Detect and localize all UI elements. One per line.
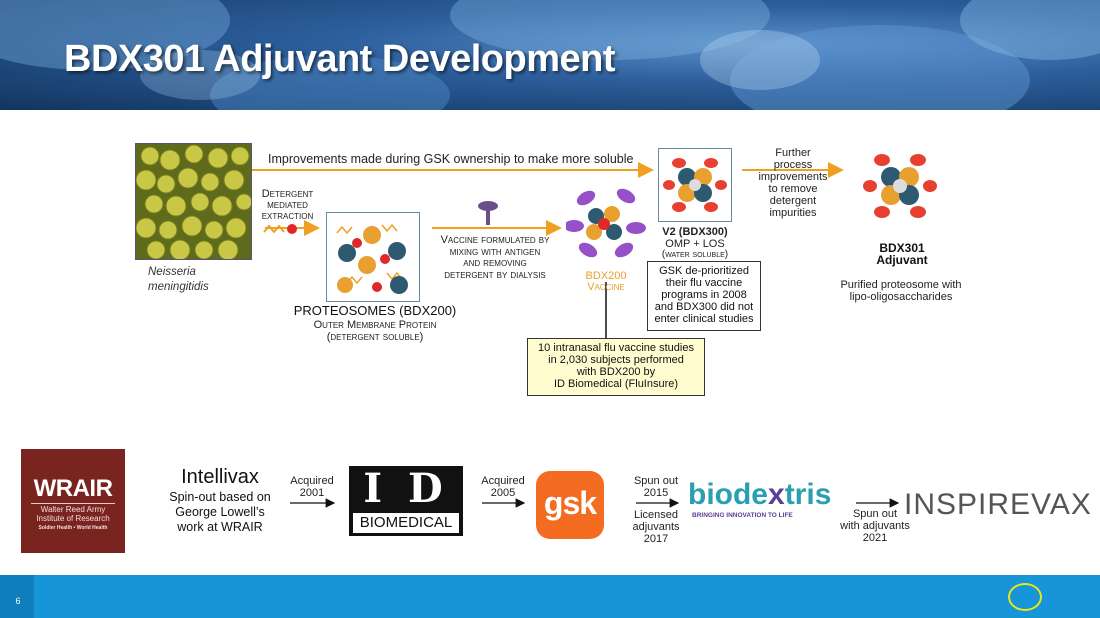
los-molecule-icon xyxy=(263,224,297,234)
footer-circle-logo xyxy=(1008,583,1042,611)
gsk-deprioritized-note: GSK de-prioritized their flu vaccine pro… xyxy=(647,261,761,331)
wrair-logo: WRAIR Walter Reed Army Institute of Rese… xyxy=(21,449,125,553)
vaccine-formulation-label: Vaccine formulated by mixing with antige… xyxy=(440,234,550,281)
footer-bar xyxy=(0,575,1100,618)
bdx200-vaccine-icon xyxy=(566,188,646,258)
cell-background-image xyxy=(0,0,1100,110)
slide-title: BDX301 Adjuvant Development xyxy=(64,38,616,80)
proteosome-image xyxy=(326,212,420,302)
bdx301-molecule-icon xyxy=(863,154,937,218)
proteosome-title: PROTEOSOMES (BDX200) xyxy=(293,303,457,318)
clinical-studies-note: 10 intranasal flu vaccine studies in 2,0… xyxy=(527,338,705,396)
licensed-adjuvants-label: Licensed adjuvants 2017 xyxy=(632,509,680,545)
connector-arrows xyxy=(252,162,900,508)
acquired-2005-label: Acquired 2005 xyxy=(481,475,525,499)
v2-solubility: (water soluble) xyxy=(661,249,729,260)
biodextris-logo: biodextris BRINGING INNOVATION TO LIFE xyxy=(688,478,832,519)
v2-molecule-image xyxy=(658,148,732,222)
gsk-logo: gsk xyxy=(536,471,604,539)
v2-title: V2 (BDX300) xyxy=(662,226,728,238)
bdx301-description: Purified proteosome with lipo-oligosacch… xyxy=(840,279,962,303)
footer-page-tab xyxy=(0,575,34,618)
header-banner xyxy=(0,0,1100,110)
inspirevax-logo: INSPIREVAX xyxy=(904,488,1092,521)
spun-out-2015-label: Spun out 2015 xyxy=(633,475,679,499)
page-number: 6 xyxy=(15,596,21,606)
intellivax-description: Spin-out based on George Lowell’s work a… xyxy=(169,490,271,534)
top-arrow-label: Improvements made during GSK ownership t… xyxy=(268,152,634,166)
proteosome-subtitle: Outer Membrane Protein (detergent solubl… xyxy=(313,319,437,343)
bacteria-caption: Neisseria meningitidis xyxy=(148,266,209,293)
antigen-icon xyxy=(478,201,498,225)
spun-out-2021-label: Spun out with adjuvants 2021 xyxy=(840,508,910,544)
extraction-label: Detergent mediated extraction xyxy=(261,188,314,222)
bacteria-image xyxy=(135,143,252,260)
bdx301-title: BDX301 Adjuvant xyxy=(876,241,928,267)
id-biomedical-logo: I D BIOMEDICAL xyxy=(349,466,463,536)
further-improvements-label: Further process improvements to remove d… xyxy=(758,147,828,219)
acquired-2001-label: Acquired 2001 xyxy=(290,475,334,499)
intellivax-title: Intellivax xyxy=(181,466,259,488)
v2-subtitle: OMP + LOS xyxy=(665,238,725,250)
bdx200-vaccine-label: BDX200 Vaccine xyxy=(585,270,627,293)
